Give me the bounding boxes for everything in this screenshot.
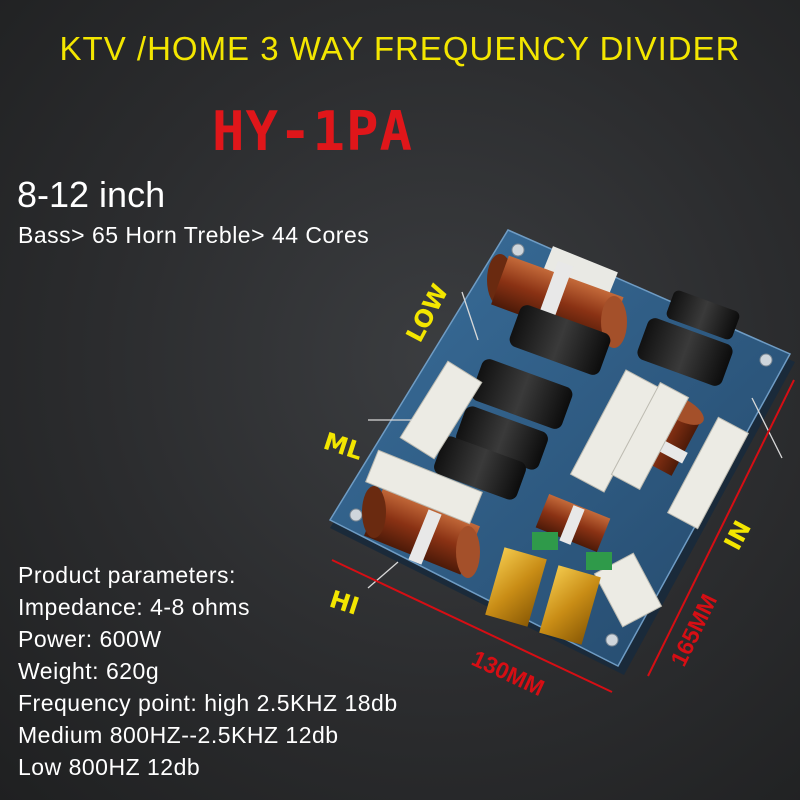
- headline: KTV /HOME 3 WAY FREQUENCY DIVIDER: [59, 30, 741, 67]
- inductor-coil-bottom: [535, 493, 611, 553]
- label-ml: ML: [320, 427, 366, 466]
- param-frequency-medium: Medium 800HZ--2.5KHZ 12db: [18, 722, 339, 748]
- model-number: HY-1PA: [212, 100, 414, 163]
- resistors: [365, 360, 750, 628]
- speaker-size: 8-12 inch: [17, 174, 166, 215]
- param-power: Power: 600W: [18, 626, 162, 652]
- param-frequency-low: Low 800HZ 12db: [18, 754, 201, 780]
- mounting-holes: [349, 243, 773, 647]
- param-impedance: Impedance: 4-8 ohms: [18, 594, 250, 620]
- inductor-coil-top: [487, 254, 627, 348]
- param-frequency-high: Frequency point: high 2.5KHZ 18db: [18, 690, 398, 716]
- param-weight: Weight: 620g: [18, 658, 160, 684]
- label-hi: HI: [326, 585, 362, 621]
- width-dimension: 130MM: [468, 645, 549, 701]
- capacitors: [434, 290, 740, 500]
- driver-spec: Bass> 65 Horn Treble> 44 Cores: [18, 222, 370, 248]
- inductor-coil-left: [362, 486, 480, 578]
- height-dimension: 165MM: [665, 590, 722, 670]
- pointer-lines: [367, 291, 783, 589]
- param-heading: Product parameters:: [18, 562, 236, 588]
- dimension-lines: [331, 379, 795, 693]
- gold-resistors: [485, 532, 612, 645]
